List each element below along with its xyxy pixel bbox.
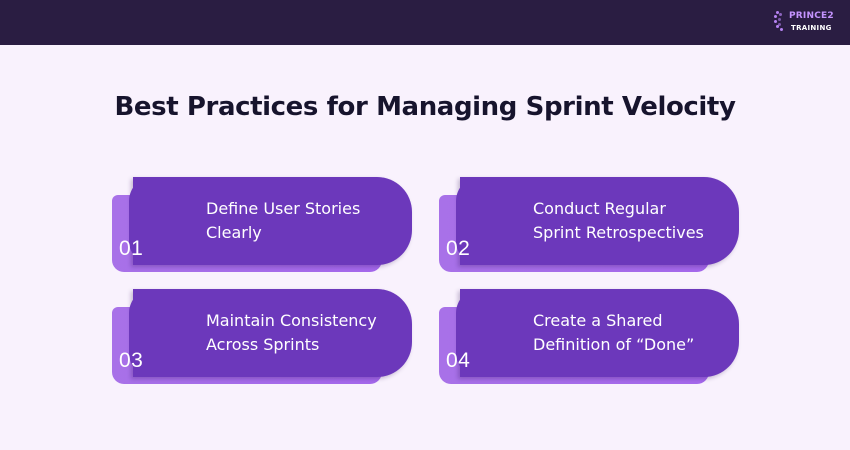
card-label: Maintain Consistency Across Sprints (206, 309, 421, 357)
logo-text-prince2: PRINCE2 (789, 11, 834, 21)
card-body: Create a Shared Definition of “Done” (456, 289, 739, 377)
card-label-line2: Definition of “Done” (533, 335, 695, 354)
practice-card-03: Maintain Consistency Across Sprints 03 (112, 289, 412, 385)
card-number: 02 (446, 237, 471, 260)
card-body: Conduct Regular Sprint Retrospectives (456, 177, 739, 265)
card-label-line2: Across Sprints (206, 335, 320, 354)
card-label-line1: Maintain Consistency (206, 311, 377, 330)
card-number: 03 (119, 349, 144, 372)
logo-text-training: TRAINING (791, 24, 832, 32)
card-label-line2: Clearly (206, 223, 262, 242)
card-label: Define User Stories Clearly (206, 197, 421, 245)
practice-card-02: Conduct Regular Sprint Retrospectives 02 (439, 177, 739, 273)
card-label-line1: Create a Shared (533, 311, 663, 330)
card-number: 01 (119, 237, 144, 260)
dots-logo-icon (774, 11, 788, 31)
card-number: 04 (446, 349, 471, 372)
card-label-line1: Conduct Regular (533, 199, 666, 218)
card-label: Create a Shared Definition of “Done” (533, 309, 748, 357)
card-label-line1: Define User Stories (206, 199, 361, 218)
page-title: Best Practices for Managing Sprint Veloc… (114, 92, 736, 122)
practice-card-04: Create a Shared Definition of “Done” 04 (439, 289, 739, 385)
prince2-training-logo[interactable]: PRINCE2 TRAINING (774, 8, 834, 38)
card-label-line2: Sprint Retrospectives (533, 223, 704, 242)
practice-card-01: Define User Stories Clearly 01 (112, 177, 412, 273)
card-body: Define User Stories Clearly (129, 177, 412, 265)
card-body: Maintain Consistency Across Sprints (129, 289, 412, 377)
header-bar: PRINCE2 TRAINING (0, 0, 850, 45)
card-label: Conduct Regular Sprint Retrospectives (533, 197, 748, 245)
